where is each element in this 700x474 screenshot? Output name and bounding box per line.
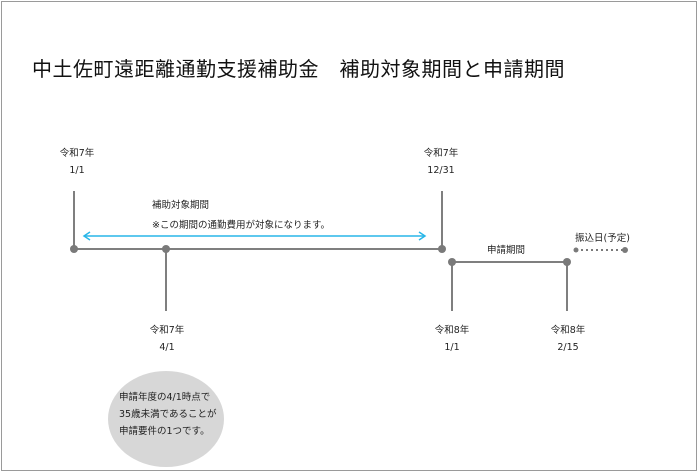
payment-date-label: 振込日(予定) [575,233,630,244]
apr-era-label: 令和7年 [149,325,185,336]
subsidy-period-label: 補助対象期間 [152,200,210,211]
jan-date-label: 1/1 [444,342,460,353]
subsidy-period-arrow [82,231,427,241]
dot-dec [438,245,446,253]
jan-era-label: 令和8年 [434,325,470,336]
apr-date-label: 4/1 [159,342,175,353]
age-note-line-1: 申請年度の4/1時点で [119,392,211,403]
dot-apr [162,245,170,253]
age-note-line-3: 申請要件の1つです。 [119,426,210,437]
dot-jan [448,258,456,266]
feb-era-label: 令和8年 [550,325,586,336]
subsidy-period-note: ※この期間の通勤費用が対象になります。 [152,220,331,231]
dot-payment-start [573,247,579,253]
start-era-label: 令和7年 [59,148,95,159]
dot-start [70,245,78,253]
feb-date-label: 2/15 [557,342,579,353]
dot-feb [563,258,571,266]
dec-date-label: 12/31 [427,165,455,176]
start-date-label: 1/1 [69,165,85,176]
age-requirement-text: 申請年度の4/1時点で 35歳未満であることが 申請要件の1つです。 [119,389,217,440]
age-requirement-circle [108,371,224,467]
age-note-line-2: 35歳未満であることが [119,409,217,420]
dec-era-label: 令和7年 [423,148,459,159]
dot-payment-end [622,247,628,253]
application-period-label: 申請期間 [486,245,526,256]
page-title: 中土佐町遠距離通勤支援補助金 補助対象期間と申請期間 [32,57,565,81]
